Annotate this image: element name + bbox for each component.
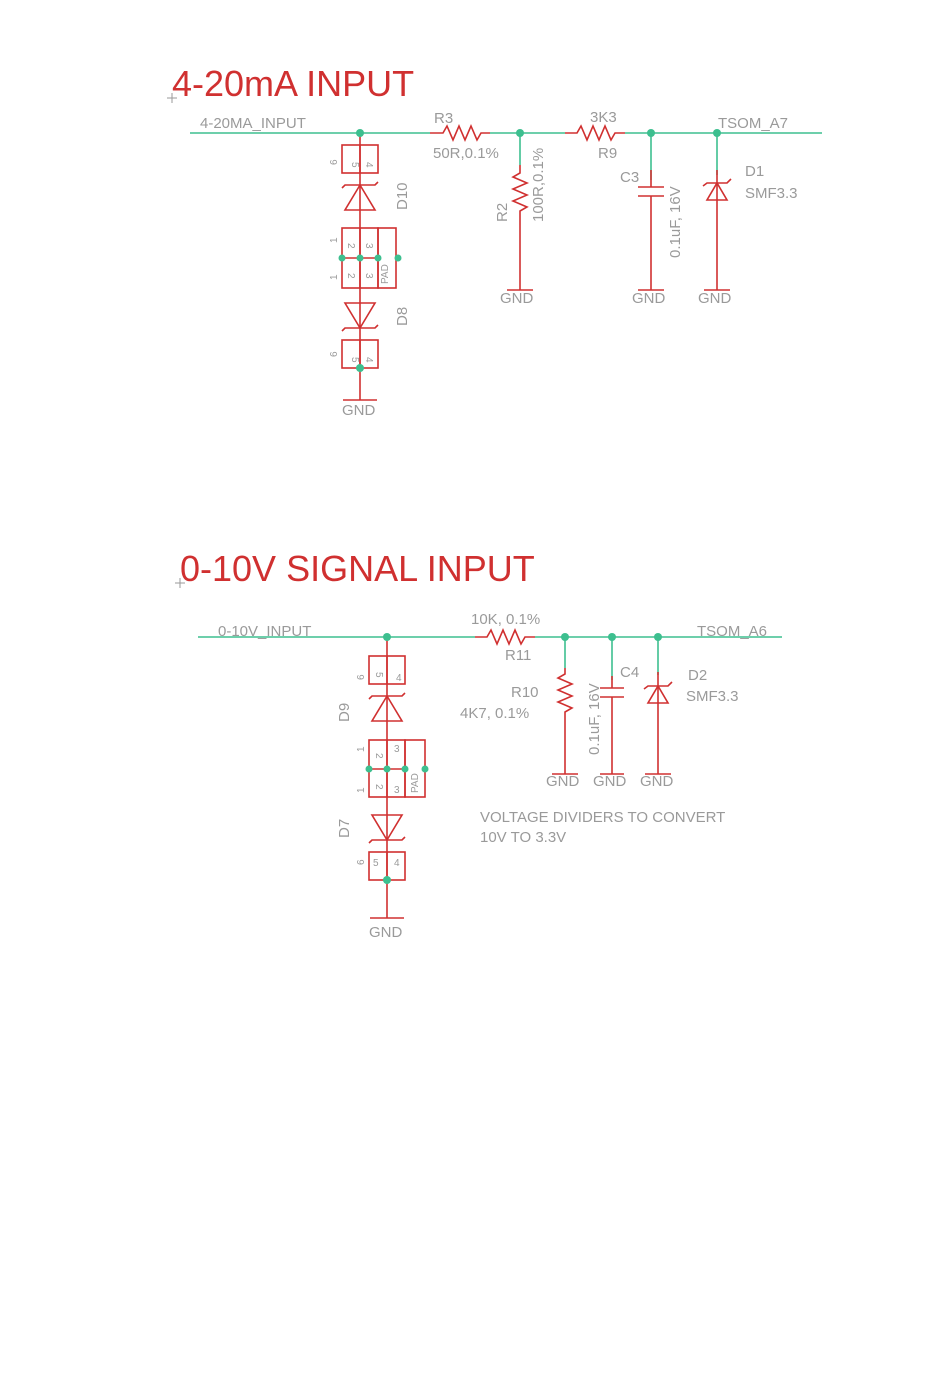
r2-name: R2 bbox=[494, 203, 511, 222]
note-line-1: VOLTAGE DIVIDERS TO CONVERT bbox=[480, 809, 725, 826]
zener-diode-d1 bbox=[702, 170, 732, 290]
c4-value: 0.1uF, 16V bbox=[586, 683, 603, 755]
d8-name: D8 bbox=[394, 307, 411, 326]
capacitor-c3 bbox=[638, 170, 664, 290]
resistor-r10 bbox=[555, 668, 575, 774]
svg-text:4: 4 bbox=[394, 858, 400, 869]
svg-text:1: 1 bbox=[329, 274, 340, 280]
gnd-label-tvs-1: GND bbox=[342, 402, 376, 419]
svg-text:3: 3 bbox=[363, 243, 374, 249]
svg-text:1: 1 bbox=[329, 237, 340, 243]
svg-text:6: 6 bbox=[356, 859, 367, 865]
resistor-r9 bbox=[565, 123, 625, 143]
r10-name: R10 bbox=[511, 684, 539, 701]
section-title-0-10v: 0-10V SIGNAL INPUT bbox=[180, 548, 535, 589]
r11-value: 10K, 0.1% bbox=[471, 611, 540, 628]
gnd-label-d2: GND bbox=[640, 773, 674, 790]
gnd-label-r2: GND bbox=[500, 290, 534, 307]
svg-text:5: 5 bbox=[349, 357, 360, 363]
capacitor-c4 bbox=[600, 676, 624, 774]
r3-value: 50R,0.1% bbox=[433, 145, 499, 162]
svg-text:6: 6 bbox=[329, 159, 340, 165]
r9-name: R9 bbox=[598, 145, 617, 162]
r10-value: 4K7, 0.1% bbox=[460, 705, 529, 722]
r9-value: 3K3 bbox=[590, 109, 617, 126]
d7-name: D7 bbox=[336, 819, 353, 838]
c3-name: C3 bbox=[620, 169, 639, 186]
svg-text:2: 2 bbox=[373, 753, 384, 759]
svg-text:2: 2 bbox=[345, 273, 356, 279]
note-line-2: 10V TO 3.3V bbox=[480, 829, 566, 846]
d9-name: D9 bbox=[336, 703, 353, 722]
net-label-4-20ma-input: 4-20MA_INPUT bbox=[200, 115, 306, 132]
section-0-10v: 0-10V SIGNAL INPUT 0-10V_INPUT TSOM_A6 1… bbox=[175, 548, 782, 941]
d10-name: D10 bbox=[394, 182, 411, 210]
svg-text:3: 3 bbox=[363, 273, 374, 279]
svg-text:5: 5 bbox=[373, 858, 379, 869]
c4-name: C4 bbox=[620, 664, 639, 681]
svg-text:6: 6 bbox=[329, 351, 340, 357]
svg-text:4: 4 bbox=[363, 162, 374, 168]
svg-text:4: 4 bbox=[363, 357, 374, 363]
svg-text:2: 2 bbox=[373, 784, 384, 790]
pad-label-1: PAD bbox=[380, 264, 391, 284]
d1-value: SMF3.3 bbox=[745, 185, 798, 202]
svg-text:5: 5 bbox=[349, 162, 360, 168]
net-label-tsom-a7: TSOM_A7 bbox=[718, 115, 788, 132]
gnd-label-c3: GND bbox=[632, 290, 666, 307]
section-title-4-20ma: 4-20mA INPUT bbox=[172, 63, 414, 104]
svg-text:6: 6 bbox=[356, 674, 367, 680]
svg-text:1: 1 bbox=[356, 746, 367, 752]
pad-label-2: PAD bbox=[410, 773, 421, 793]
net-label-tsom-a6: TSOM_A6 bbox=[697, 623, 767, 640]
net-label-0-10v-input: 0-10V_INPUT bbox=[218, 623, 311, 640]
svg-text:5: 5 bbox=[373, 672, 384, 678]
d2-name: D2 bbox=[688, 667, 707, 684]
zener-diode-d2 bbox=[643, 672, 673, 774]
r3-name: R3 bbox=[434, 110, 453, 127]
resistor-r11 bbox=[475, 627, 535, 647]
gnd-label-r10: GND bbox=[546, 773, 580, 790]
svg-text:3: 3 bbox=[394, 744, 400, 755]
r11-name: R11 bbox=[505, 647, 531, 664]
svg-text:4: 4 bbox=[396, 673, 402, 684]
c3-value: 0.1uF, 16V bbox=[667, 186, 684, 258]
d1-name: D1 bbox=[745, 163, 764, 180]
gnd-label-c4: GND bbox=[593, 773, 627, 790]
gnd-label-tvs-2: GND bbox=[369, 924, 403, 941]
resistor-r2 bbox=[510, 165, 530, 290]
resistor-r3 bbox=[430, 123, 490, 143]
d2-value: SMF3.3 bbox=[686, 688, 739, 705]
r2-value: 100R,0.1% bbox=[530, 148, 547, 222]
gnd-label-d1: GND bbox=[698, 290, 732, 307]
svg-text:1: 1 bbox=[356, 787, 367, 793]
section-4-20ma: 4-20mA INPUT 4-20MA_INPUT TSOM_A7 R3 50R… bbox=[167, 63, 822, 419]
svg-text:2: 2 bbox=[345, 243, 356, 249]
svg-text:3: 3 bbox=[394, 785, 400, 796]
